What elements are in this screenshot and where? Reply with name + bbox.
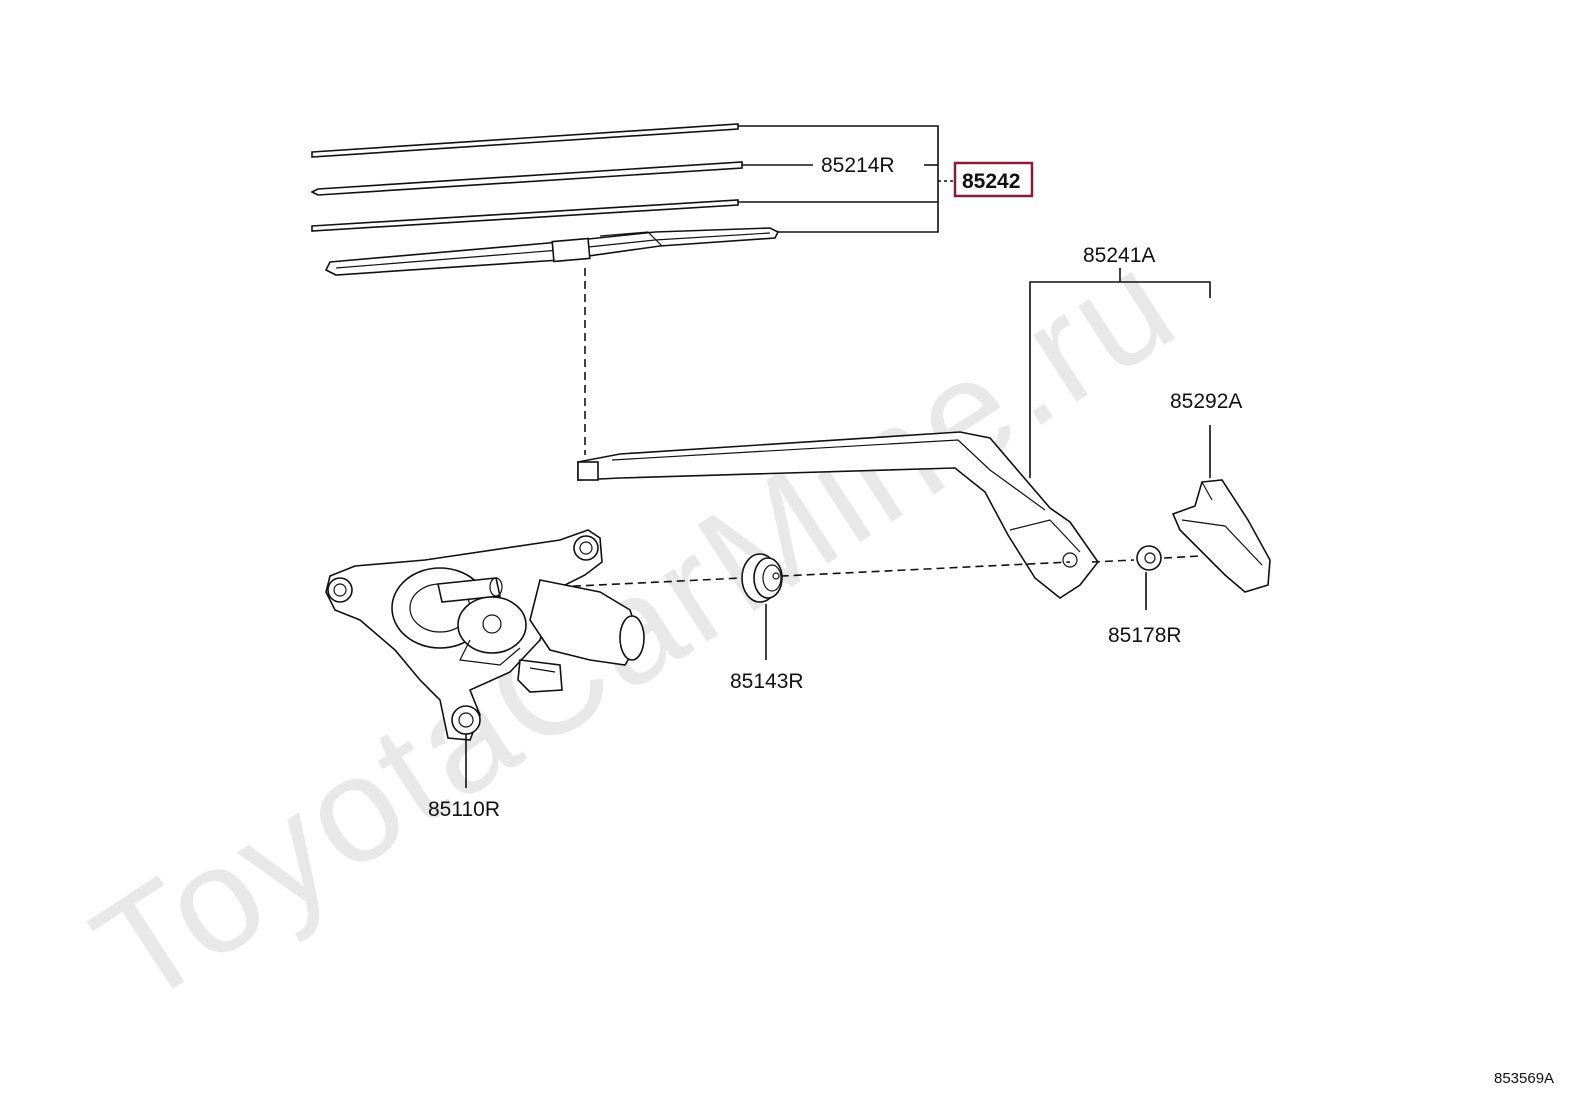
label-85241A[interactable]: 85241A bbox=[1083, 244, 1155, 267]
arm-cap-85292A bbox=[1171, 479, 1271, 593]
bracket-85242 bbox=[738, 125, 954, 233]
wiper-blade bbox=[324, 227, 780, 276]
blade-refill-strip-bottom bbox=[311, 199, 739, 232]
label-85178R[interactable]: 85178R bbox=[1108, 624, 1182, 647]
blade-refill-strip-top bbox=[311, 123, 739, 158]
diagram-code: 853569A bbox=[1494, 1070, 1554, 1087]
dashed-axis-nut-cap bbox=[1163, 555, 1201, 559]
dashed-axis-arm-nut bbox=[1091, 559, 1135, 563]
label-85110R[interactable]: 85110R bbox=[428, 798, 500, 821]
label-85214R[interactable]: 85214R bbox=[821, 154, 895, 177]
wiper-motor-85110R bbox=[325, 529, 645, 788]
bracket-85241A bbox=[1029, 268, 1211, 478]
blade-rubber-85214R bbox=[310, 161, 743, 196]
wiper-arm-85241A bbox=[577, 431, 1099, 599]
label-85242[interactable]: 85242 bbox=[962, 170, 1020, 193]
highlight-box-85242 bbox=[953, 161, 1034, 198]
label-85292A[interactable]: 85292A bbox=[1170, 390, 1242, 413]
bushing-85143R bbox=[741, 553, 783, 660]
label-85143R[interactable]: 85143R bbox=[730, 670, 804, 693]
nut-85178R bbox=[1136, 545, 1162, 610]
